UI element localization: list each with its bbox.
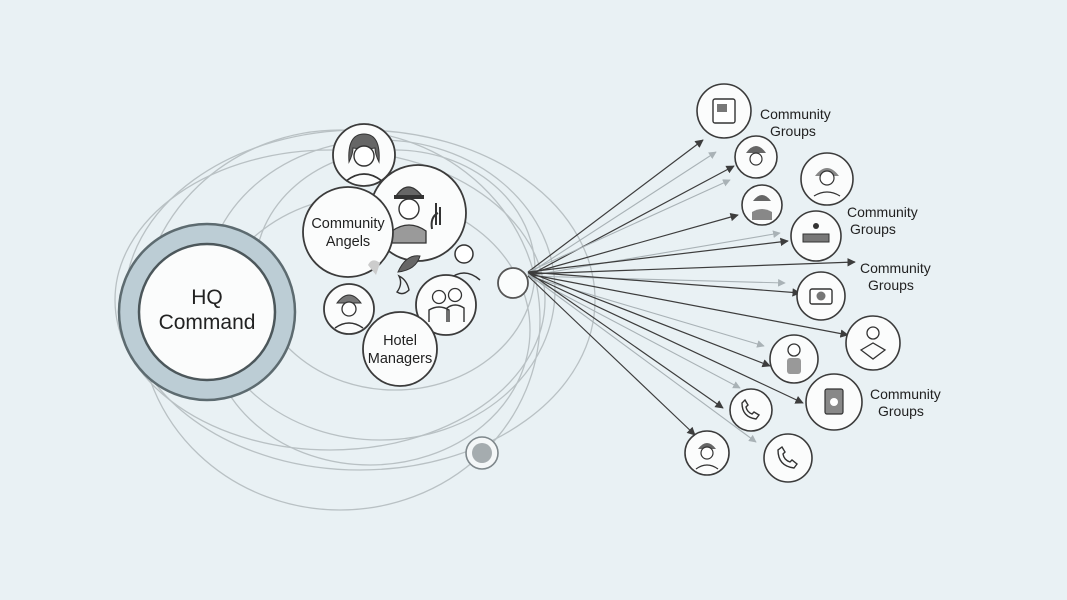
- hub-arrow: [527, 271, 771, 368]
- person-icon: [787, 343, 801, 357]
- hotel-managers-line1: Hotel: [383, 333, 417, 349]
- hotel-managers-line2: Managers: [368, 351, 432, 367]
- person-box-node[interactable]: [845, 315, 901, 371]
- orbit-dot: [465, 436, 499, 470]
- hub-arrow: [527, 258, 856, 275]
- person-box-icon: [866, 326, 880, 340]
- hub-arrow: [527, 271, 724, 409]
- table-icon: [802, 233, 830, 243]
- phone-call-icon: [741, 398, 761, 420]
- hq-label-line2: Command: [159, 311, 256, 334]
- hub-arrow: [527, 213, 739, 275]
- worker-node[interactable]: [734, 135, 778, 179]
- hub-arrows: [527, 139, 856, 443]
- helmet-person-icon: [753, 195, 771, 201]
- person-woman-icon: [332, 123, 396, 187]
- community-angels-line2: Angels: [326, 234, 370, 250]
- community-angels-node[interactable]: Community Angels: [302, 186, 394, 278]
- helmet-person-icon: [746, 146, 766, 153]
- worker-node[interactable]: [741, 184, 783, 226]
- hq-label-line1: HQ: [191, 286, 223, 309]
- clipboard-node[interactable]: [696, 83, 752, 139]
- camera-node[interactable]: [796, 271, 846, 321]
- hub-arrow: [527, 273, 849, 338]
- hub-arrow: [527, 273, 804, 404]
- couple-icon: [415, 274, 477, 336]
- hub-arrow: [527, 179, 731, 273]
- community-angels-line1: Community: [311, 216, 385, 232]
- community-groups-1-line1: Community: [760, 106, 831, 122]
- hub-node[interactable]: [497, 267, 529, 299]
- hub-arrow: [527, 151, 717, 275]
- hub-arrow: [527, 237, 789, 273]
- community-groups-3-line2: Groups: [868, 277, 914, 293]
- hub-arrow: [527, 275, 786, 287]
- hub-arrow: [527, 275, 741, 389]
- hub-arrow: [527, 165, 735, 277]
- person-icon: [447, 244, 481, 281]
- person-node[interactable]: [769, 334, 819, 384]
- community-groups-4-line1: Community: [870, 386, 941, 402]
- worker-node[interactable]: [684, 430, 730, 476]
- hub-arrow: [527, 275, 765, 348]
- helmet-person-icon: [698, 443, 716, 449]
- hotel-managers-node[interactable]: Hotel Managers: [362, 311, 438, 387]
- worker-woman-icon: [323, 283, 375, 335]
- phone-node[interactable]: [805, 373, 863, 431]
- community-groups-3-line1: Community: [860, 260, 931, 276]
- hq-command-node[interactable]: HQ Command: [117, 222, 297, 402]
- hub-arrow: [527, 230, 781, 277]
- hub-arrow: [527, 275, 696, 436]
- worker-node[interactable]: [800, 152, 854, 206]
- community-groups-2-line1: Community: [847, 204, 918, 220]
- meeting-table-node[interactable]: [790, 210, 842, 262]
- hub-arrow: [527, 271, 801, 297]
- community-groups-2-line2: Groups: [850, 221, 896, 237]
- community-groups-4-line2: Groups: [878, 403, 924, 419]
- hands-leaf-icon: [368, 255, 421, 295]
- phone-call-icon: [777, 445, 798, 469]
- call-node[interactable]: [763, 433, 813, 483]
- call-node[interactable]: [729, 388, 773, 432]
- hub-arrow: [527, 139, 704, 273]
- community-groups-1-line2: Groups: [770, 123, 816, 139]
- hub-arrow: [527, 273, 757, 443]
